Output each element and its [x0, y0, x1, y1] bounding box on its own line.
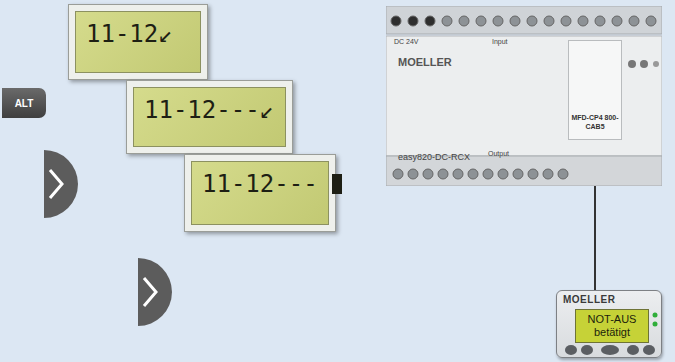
lcd-display: 11-12--- — [191, 161, 329, 225]
terminal-screw — [612, 16, 622, 26]
terminal-screw — [459, 16, 469, 26]
lcd-text: 11-12---↙ — [144, 96, 274, 124]
status-led — [653, 313, 658, 318]
device-text: NOT-AUS betätigt — [579, 313, 645, 339]
terminal-label: Input — [492, 38, 508, 45]
key — [565, 345, 577, 355]
plc-body — [386, 36, 662, 156]
terminal-screw — [493, 16, 503, 26]
terminal-screw — [578, 16, 588, 26]
display-unit: MOELLER NOT-AUS betätigt — [556, 290, 662, 358]
lcd-display: 11-12---↙ — [133, 87, 286, 147]
terminal-screw — [391, 16, 401, 26]
terminal-screw — [558, 169, 568, 179]
arrow-glyph — [144, 278, 156, 306]
terminal-screw — [513, 169, 523, 179]
terminal-screw — [527, 16, 537, 26]
device-text: MOELLER — [563, 294, 615, 305]
terminal-screw — [408, 169, 418, 179]
key — [627, 345, 639, 355]
terminal-screw — [453, 169, 463, 179]
lcd-text: 11-12↙ — [86, 20, 173, 48]
terminal-screw — [646, 16, 656, 26]
key — [643, 345, 655, 355]
terminal-label: DC 24V — [394, 38, 419, 45]
arrow-glyph — [50, 170, 62, 198]
cursor-block — [332, 174, 342, 194]
terminal-screw — [595, 16, 605, 26]
terminal-screw — [442, 16, 452, 26]
button-label: ALT — [15, 98, 34, 109]
terminal-screw — [408, 16, 418, 26]
terminal-screw — [561, 16, 571, 26]
terminal-screw — [468, 169, 478, 179]
interface-module: MFD-CP4 800-CAB5 — [568, 40, 622, 140]
terminal-screw — [438, 169, 448, 179]
terminal-screw — [629, 16, 639, 26]
terminal-screw — [510, 16, 520, 26]
device-text: easy820-DC-RCX — [398, 152, 470, 162]
lcd-screen: 11-12---↙ — [126, 80, 293, 154]
key — [601, 345, 619, 355]
device-text: MOELLER — [398, 56, 452, 68]
status-led — [653, 61, 659, 67]
alt-button: ALT — [2, 88, 46, 118]
arrow-button — [138, 258, 172, 326]
arrow-button — [44, 150, 78, 218]
terminal-screw — [543, 169, 553, 179]
lcd-screen: 11-12--- — [184, 154, 336, 232]
status-led — [653, 322, 658, 327]
terminal-screw — [393, 169, 403, 179]
terminal-screw — [423, 169, 433, 179]
terminal-screw — [544, 16, 554, 26]
lcd-display: 11-12↙ — [75, 11, 201, 73]
terminal-screw — [528, 169, 538, 179]
status-led — [640, 60, 648, 68]
plc-device: MOELLER easy820-DC-RCX MFD-CP4 800-CAB5 — [386, 6, 662, 186]
key — [581, 345, 593, 355]
lcd-screen: 11-12↙ — [68, 4, 208, 80]
terminal-screw — [476, 16, 486, 26]
device-text: MFD-CP4 800-CAB5 — [569, 113, 621, 131]
status-led — [628, 60, 636, 68]
lcd-text: 11-12--- — [202, 170, 318, 198]
terminal-strip — [386, 6, 662, 34]
terminal-label: Output — [488, 150, 509, 157]
terminal-screw — [483, 169, 493, 179]
terminal-screw — [425, 16, 435, 26]
display-screen: NOT-AUS betätigt — [575, 309, 649, 343]
terminal-screw — [498, 169, 508, 179]
